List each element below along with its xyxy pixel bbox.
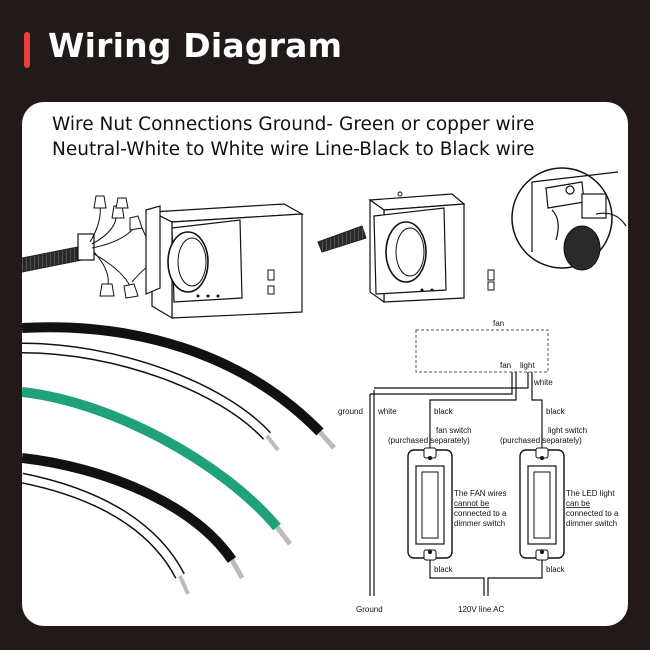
wiring-illustration: fan fan light white	[22, 167, 627, 614]
wire-white-1	[22, 344, 270, 439]
wire-black-1	[22, 322, 324, 436]
schematic-wires	[369, 372, 543, 596]
sample-wires	[22, 322, 336, 595]
fan-housing-mounted	[317, 191, 495, 304]
wire-tip-5	[178, 575, 190, 595]
white-left-label: white	[377, 407, 397, 416]
fan-dashed-box	[415, 329, 549, 373]
fan-note-line-1: The FAN wires	[454, 489, 506, 498]
white-top-label: white	[533, 378, 553, 387]
loose-wires-left	[89, 205, 155, 287]
wire-tip-1	[318, 430, 336, 450]
wire-white-2	[22, 474, 184, 578]
light-note-line-2: can be	[566, 499, 591, 508]
black-bottom-left-label: black	[434, 565, 454, 574]
line-ac-label: 120V line AC	[458, 605, 504, 614]
light-note-line-1: The LED light	[566, 489, 615, 498]
fan-note-line-2: cannot be	[454, 499, 490, 508]
cable-clamp-left	[77, 233, 95, 261]
fan-switch	[407, 447, 453, 561]
ground-label: ground	[338, 407, 363, 416]
fan-note-line-3: connected to a	[454, 509, 507, 518]
fan-box-label: fan	[493, 319, 504, 328]
fan-lead-label: fan	[500, 361, 511, 370]
light-note-line-3: connected to a	[566, 509, 619, 518]
black-right-label: black	[546, 407, 566, 416]
fan-note-line-4: dimmer switch	[454, 519, 505, 528]
wire-tip-3	[275, 525, 292, 546]
duct-opening-left	[167, 231, 209, 293]
page-title: Wiring Diagram	[48, 26, 343, 65]
wire-tip-4	[229, 558, 245, 580]
light-switch-sub: (purchased separately)	[500, 436, 582, 445]
fan-switch-sub: (purchased separately)	[388, 436, 470, 445]
light-lead-label: light	[520, 361, 535, 370]
fan-housing-with-wires	[22, 195, 305, 320]
clamp-detail-inset	[511, 167, 627, 271]
wire-green	[22, 387, 281, 531]
wire-tip-2	[265, 434, 280, 452]
ground-bottom-label: Ground	[356, 605, 383, 614]
wire-black-2	[22, 453, 237, 563]
diagram-card: Wire Nut Connections Ground- Green or co…	[22, 102, 628, 626]
light-note-line-4: dimmer switch	[566, 519, 617, 528]
title-accent-bar	[24, 32, 30, 68]
wire-nut-instructions: Wire Nut Connections Ground- Green or co…	[52, 112, 534, 162]
conduit-right	[317, 225, 367, 253]
light-switch-title: light switch	[548, 426, 587, 435]
black-left-label: black	[434, 407, 454, 416]
instruction-line-2: Neutral-White to White wire Line-Black t…	[52, 139, 535, 160]
fan-switch-title: fan switch	[436, 426, 472, 435]
wire-nuts-left	[93, 195, 143, 299]
light-switch	[519, 447, 565, 561]
duct-opening-right	[385, 221, 427, 283]
black-bottom-right-label: black	[546, 565, 566, 574]
instruction-line-1: Wire Nut Connections Ground- Green or co…	[52, 114, 535, 135]
wiring-schematic: fan fan light white	[338, 319, 619, 614]
